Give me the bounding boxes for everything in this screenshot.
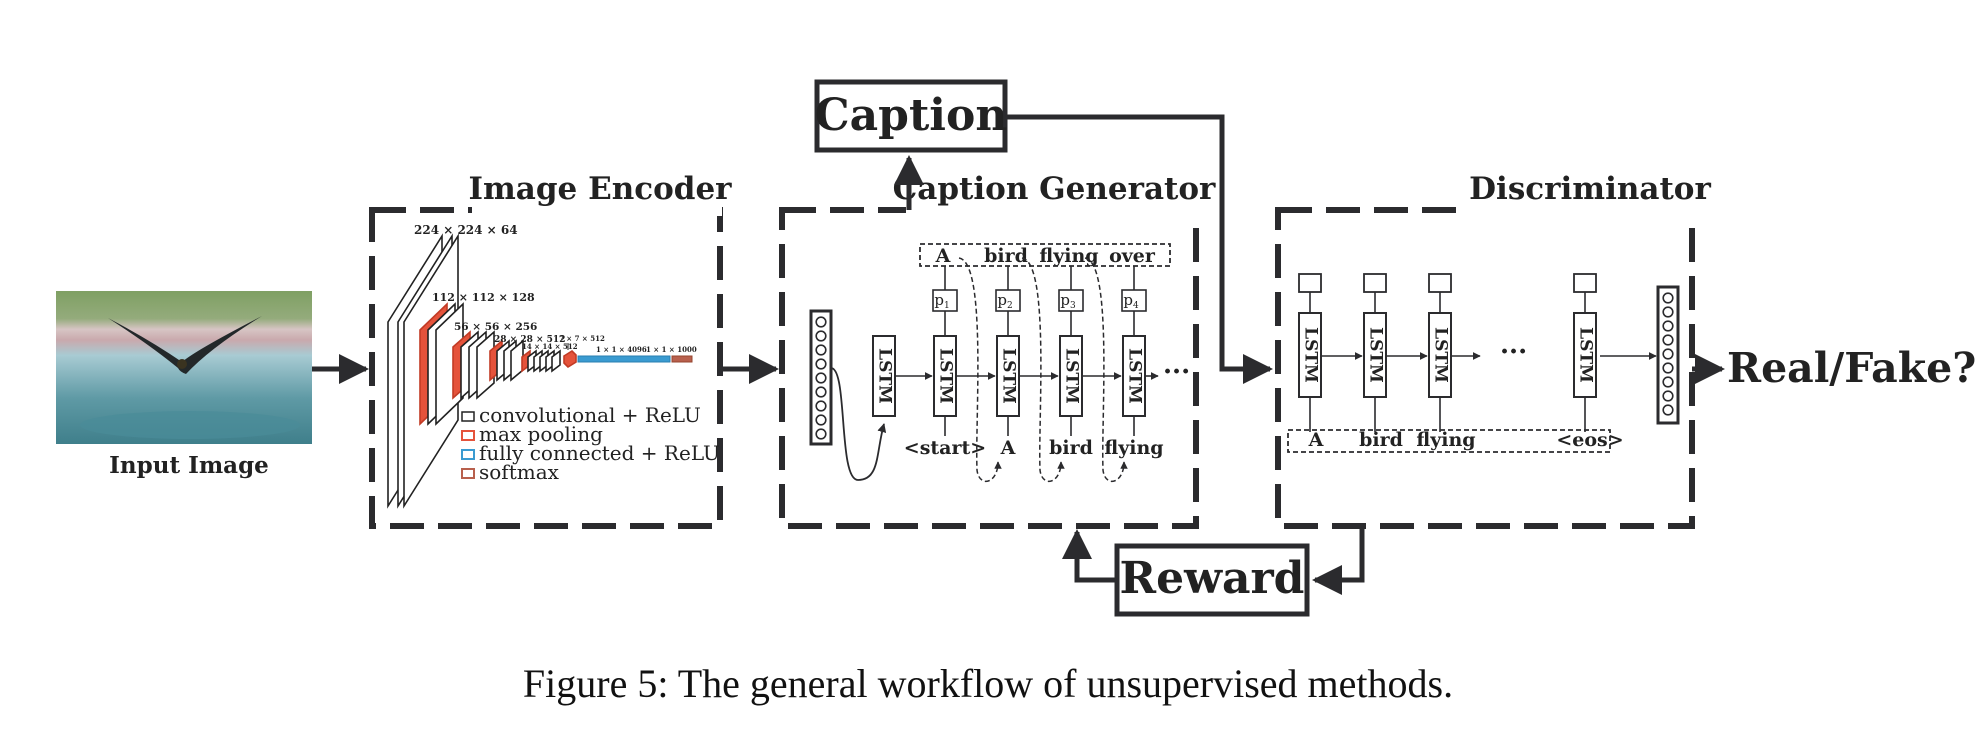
legend-swatch-fc — [461, 449, 475, 460]
generator-title: Caption Generator — [893, 171, 1216, 207]
lstm-cell-label: LSTM — [1062, 348, 1082, 404]
vgg-dimension-labels: 224 × 224 × 64 112 × 112 × 128 56 × 56 ×… — [414, 223, 697, 354]
feedback-curve — [1021, 257, 1065, 482]
lstm-cell-label: LSTM — [1431, 327, 1451, 383]
vgg-network — [387, 233, 693, 509]
generated-word: flying — [1039, 245, 1098, 267]
lstm-cell-label: LSTM — [1576, 327, 1596, 383]
legend-softmax-label: softmax — [479, 460, 560, 484]
prob-subscript: 2 — [1007, 301, 1013, 311]
legend-conv-label: convolutional + ReLU — [479, 403, 701, 427]
lstm-cell-label: LSTM — [1301, 327, 1321, 383]
generator-lstm-chain: LSTM LSTM LSTM LSTM LSTM — [872, 335, 1159, 417]
dim-label: 112 × 112 × 128 — [432, 291, 535, 304]
encoder-title-bg — [472, 170, 722, 216]
discriminator-lstm-chain: LSTM LSTM LSTM LSTM — [1298, 273, 1597, 432]
legend-fc-label: fully connected + ReLU — [479, 441, 720, 465]
dim-label: 28 × 28 × 512 — [494, 335, 565, 345]
caption-box-label: Caption — [815, 90, 1008, 141]
lstm-cell-label: LSTM — [999, 348, 1019, 404]
generator-ellipsis: ··· — [1163, 357, 1190, 387]
vgg-legend: convolutional + ReLU max pooling fully c… — [461, 403, 720, 484]
discriminator-input-dashed-box — [1287, 429, 1611, 453]
discriminator-word: flying — [1416, 429, 1475, 451]
legend-swatch-conv — [461, 411, 475, 422]
dim-label: 14 × 14 × 512 — [522, 342, 578, 351]
generated-word: bird — [984, 245, 1028, 267]
feature-to-lstm-curve — [830, 367, 887, 481]
discriminator-title: Discriminator — [1469, 171, 1711, 207]
lstm-cell-label: LSTM — [936, 348, 956, 404]
lstm-cell-label: LSTM — [1125, 348, 1145, 404]
reward-box-label: Reward — [1120, 553, 1305, 604]
discriminator-box — [1275, 207, 1695, 529]
generated-word: A — [935, 245, 951, 267]
dim-label: 1 × 1 × 4096 — [596, 345, 647, 354]
generated-word: over — [1109, 245, 1156, 267]
discriminator-word: A — [1308, 429, 1324, 451]
discriminator-ellipsis: ··· — [1500, 337, 1527, 367]
feedback-curve — [958, 257, 1002, 482]
input-word: flying — [1104, 437, 1163, 459]
prob-subscript: 3 — [1070, 301, 1076, 311]
arrow-caption-to-discriminator — [1005, 114, 1273, 384]
dim-label: 56 × 56 × 256 — [454, 321, 537, 333]
input-word: <start> — [904, 437, 986, 459]
legend-swatch-softmax — [461, 468, 475, 479]
image-feature-vector — [809, 309, 833, 446]
input-word: A — [1000, 437, 1016, 459]
input-image-label: Input Image — [109, 452, 269, 479]
input-word: bird — [1049, 437, 1093, 459]
reward-box — [1114, 543, 1310, 617]
prob-subscript: 1 — [944, 301, 950, 311]
generator-feedback-curves — [958, 257, 1128, 482]
generator-output-dashed-box — [919, 243, 1171, 267]
figure-caption: Figure 5: The general workflow of unsupe… — [522, 661, 1454, 706]
encoder-title: Image Encoder — [468, 171, 732, 207]
lstm-cell-label: LSTM — [875, 348, 895, 404]
discriminator-word: bird — [1359, 429, 1403, 451]
discriminator-word: <eos> — [1556, 429, 1623, 451]
dim-label: 1 × 1 × 1000 — [646, 345, 697, 354]
dim-label: 7 × 7 × 512 — [559, 334, 605, 343]
discriminator-output-vector — [1656, 285, 1680, 425]
output-square — [1573, 273, 1597, 293]
output-square — [1298, 273, 1322, 293]
output-square — [1363, 273, 1387, 293]
real-fake-label: Real/Fake? — [1727, 344, 1976, 392]
discriminator-title-bg — [1460, 168, 1696, 214]
dim-label: 224 × 224 × 64 — [414, 223, 518, 237]
output-square — [1428, 273, 1452, 293]
lstm-cell-label: LSTM — [1366, 327, 1386, 383]
legend-swatch-pool — [461, 430, 475, 441]
arrow-reward-to-generator — [1062, 529, 1117, 583]
input-image — [56, 291, 312, 444]
arrow-discriminator-to-reward — [1312, 526, 1365, 595]
generator-title-bg — [906, 168, 1202, 214]
prob-subscript: 4 — [1133, 301, 1139, 311]
legend-pool-label: max pooling — [479, 422, 603, 446]
feedback-curve — [1084, 257, 1128, 482]
